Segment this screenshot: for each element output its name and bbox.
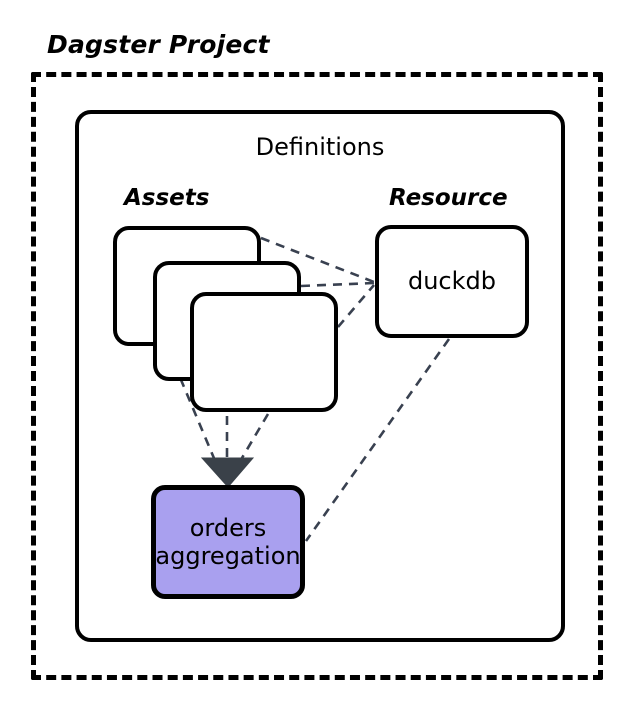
resource-node-label: duckdb xyxy=(407,266,496,295)
resource-node-duckdb[interactable]: duckdb xyxy=(375,225,529,338)
asset-node-orders-aggregation[interactable]: orders aggregation xyxy=(151,485,305,599)
resource-group-caption: Resource xyxy=(389,185,508,211)
definitions-label: Definitions xyxy=(255,133,385,161)
project-boundary xyxy=(31,72,603,680)
project-title: Dagster Project xyxy=(47,30,270,59)
assets-group-caption: Assets xyxy=(124,185,210,211)
asset-node-label-line2: aggregation xyxy=(155,542,301,570)
asset-node-label-line1: orders xyxy=(189,513,267,542)
asset-card[interactable] xyxy=(190,292,338,412)
